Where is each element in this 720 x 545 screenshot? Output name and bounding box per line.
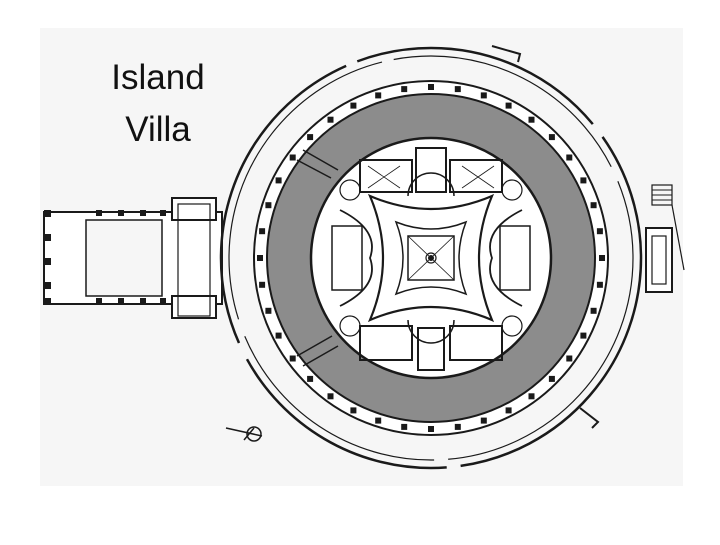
colonnade-column xyxy=(590,202,597,209)
colonnade-column xyxy=(289,154,296,161)
colonnade-column xyxy=(428,84,434,90)
colonnade-column xyxy=(275,332,282,339)
colonnade-column xyxy=(480,92,487,99)
colonnade-column xyxy=(327,393,334,400)
impluvium xyxy=(407,235,455,281)
colonnade-column xyxy=(350,407,357,414)
compass-icon xyxy=(225,426,263,442)
colonnade-column xyxy=(480,417,487,424)
colonnade-column xyxy=(259,228,266,235)
colonnade-column xyxy=(528,116,535,123)
colonnade-column xyxy=(566,355,573,362)
colonnade-column xyxy=(596,228,603,235)
colonnade-column xyxy=(350,102,357,109)
colonnade-column xyxy=(454,423,461,430)
colonnade-column xyxy=(454,86,461,93)
entrance-portico xyxy=(43,197,223,319)
colonnade-column xyxy=(265,307,272,314)
colonnade-column xyxy=(428,426,434,432)
colonnade-column xyxy=(375,92,382,99)
colonnade-column xyxy=(265,202,272,209)
colonnade-column xyxy=(548,134,555,141)
outer-wall xyxy=(219,45,643,470)
central-house xyxy=(331,147,531,371)
east-landing xyxy=(645,184,685,293)
colonnade-column xyxy=(307,134,314,141)
slide-title-line-2: Villa xyxy=(125,110,191,149)
colonnade-column xyxy=(375,417,382,424)
colonnade-column xyxy=(580,332,587,339)
colonnade-columns xyxy=(257,84,605,432)
colonnade-column xyxy=(566,154,573,161)
colonnade-column xyxy=(289,355,296,362)
slide-title-line-1: Island xyxy=(111,58,205,97)
bridges xyxy=(296,149,339,367)
colonnade-column xyxy=(548,375,555,382)
colonnade-column xyxy=(401,423,408,430)
colonnade-column xyxy=(275,177,282,184)
colonnade-column xyxy=(401,86,408,93)
colonnade-column xyxy=(505,102,512,109)
colonnade-column xyxy=(590,307,597,314)
colonnade-column xyxy=(505,407,512,414)
colonnade-column xyxy=(259,281,266,288)
colonnade-column xyxy=(257,255,263,261)
colonnade-column xyxy=(528,393,535,400)
portico-columns xyxy=(44,210,166,305)
colonnade-column xyxy=(327,116,334,123)
colonnade-column xyxy=(580,177,587,184)
colonnade-column xyxy=(307,375,314,382)
colonnade-column xyxy=(596,281,603,288)
colonnade-column xyxy=(599,255,605,261)
